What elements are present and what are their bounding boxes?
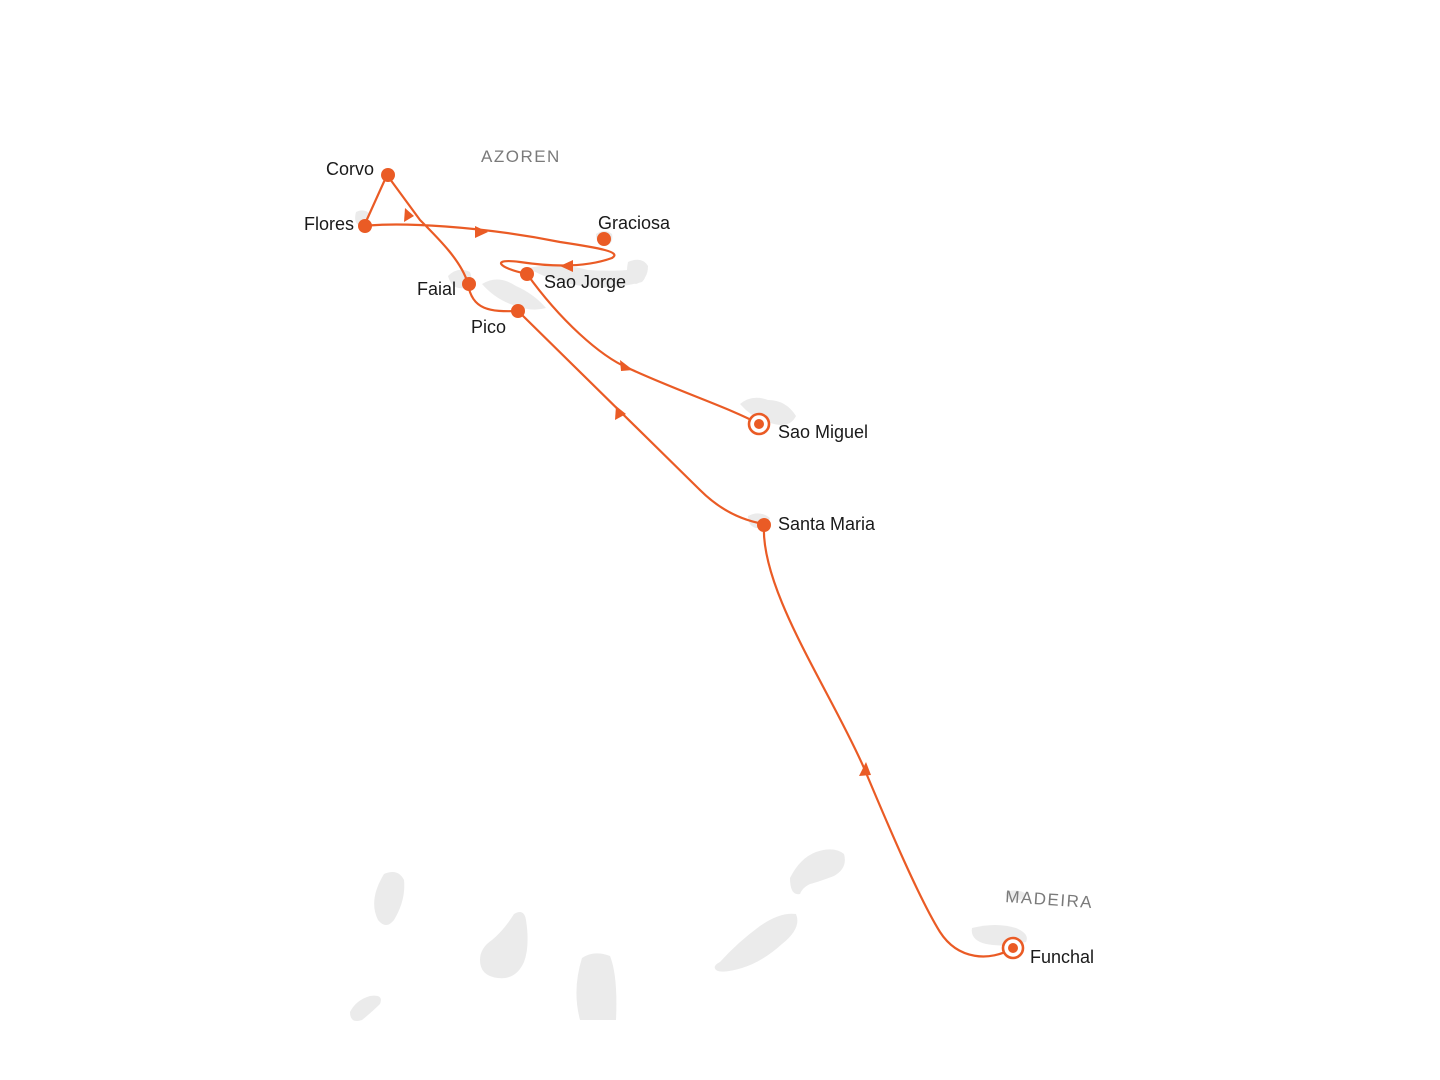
route-arrow bbox=[560, 260, 573, 272]
island-porto-santo bbox=[1005, 890, 1026, 901]
port-label-sao-miguel: Sao Miguel bbox=[778, 422, 868, 442]
port-dot-flores[interactable] bbox=[358, 219, 372, 233]
cruise-route bbox=[362, 173, 1015, 958]
island-sao-jorge bbox=[528, 265, 646, 288]
island-fuerteventura bbox=[714, 913, 798, 972]
island-gran-canaria bbox=[576, 953, 617, 1020]
island-el-hierro bbox=[350, 995, 381, 1021]
port-label-funchal: Funchal bbox=[1030, 947, 1094, 967]
island-la-palma bbox=[374, 872, 405, 925]
port-dot-corvo[interactable] bbox=[381, 168, 395, 182]
port-marker-sao-miguel[interactable] bbox=[747, 412, 771, 436]
port-label-santa-maria: Santa Maria bbox=[778, 514, 876, 534]
port-dot-sao-jorge[interactable] bbox=[520, 267, 534, 281]
route-arrow bbox=[615, 406, 626, 420]
port-dot-faial[interactable] bbox=[462, 277, 476, 291]
port-marker-funchal[interactable] bbox=[1001, 936, 1025, 960]
island-sao-miguel bbox=[740, 397, 796, 425]
canary-islands bbox=[350, 849, 845, 1021]
port-label-flores: Flores bbox=[304, 214, 354, 234]
route-arrow bbox=[475, 226, 488, 238]
port-dot-santa-maria[interactable] bbox=[757, 518, 771, 532]
port-dot-graciosa[interactable] bbox=[597, 232, 611, 246]
azores-islands bbox=[355, 210, 796, 528]
island-terceira bbox=[627, 259, 648, 284]
island-pico bbox=[482, 279, 546, 310]
route-arrow bbox=[404, 208, 414, 222]
port-label-graciosa: Graciosa bbox=[598, 213, 671, 233]
port-markers bbox=[358, 168, 1025, 960]
port-label-corvo: Corvo bbox=[326, 159, 374, 179]
route-arrow bbox=[859, 762, 871, 776]
port-label-faial: Faial bbox=[417, 279, 456, 299]
port-label-sao-jorge: Sao Jorge bbox=[544, 272, 626, 292]
island-lanzarote bbox=[790, 849, 845, 895]
region-label-azoren: AZOREN bbox=[481, 147, 561, 166]
route-line bbox=[362, 173, 1015, 958]
island-tenerife bbox=[480, 912, 528, 979]
port-dot-pico[interactable] bbox=[511, 304, 525, 318]
port-label-pico: Pico bbox=[471, 317, 506, 337]
region-label-madeira: MADEIRA bbox=[1005, 887, 1094, 912]
route-arrow bbox=[620, 360, 633, 371]
